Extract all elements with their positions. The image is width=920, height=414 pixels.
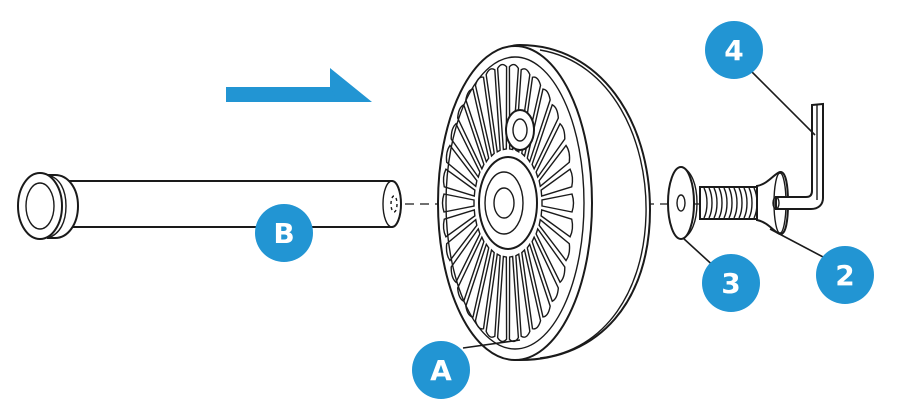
wheel-spoke bbox=[450, 122, 481, 179]
wheel-spoke bbox=[531, 235, 560, 303]
wheel-spoke bbox=[450, 227, 481, 284]
callout-wheel-label: A bbox=[430, 354, 452, 387]
wheel-spoke bbox=[442, 168, 476, 197]
wheel-spoke bbox=[485, 253, 501, 338]
bolt-thread bbox=[733, 187, 738, 219]
wheel-spoke bbox=[442, 209, 476, 238]
wheel-spoke bbox=[515, 253, 531, 338]
washer bbox=[667, 166, 698, 240]
callout-washer-label: 3 bbox=[721, 267, 740, 300]
leader-hex-key bbox=[741, 61, 816, 136]
wheel-spoke bbox=[508, 63, 520, 151]
wheel-spoke bbox=[531, 103, 560, 171]
wheel-spoke bbox=[521, 76, 542, 158]
callout-washer: 3 bbox=[702, 254, 760, 312]
wheel-spoke bbox=[521, 248, 542, 330]
arrow-right-icon-tail bbox=[226, 87, 338, 102]
callout-hex-key: 4 bbox=[705, 21, 763, 79]
bolt-thread bbox=[748, 187, 753, 219]
bolt-thread bbox=[728, 187, 733, 219]
wheel-spoke bbox=[526, 88, 551, 164]
wheel-spoke bbox=[496, 255, 508, 343]
wheel-spoke bbox=[538, 144, 571, 188]
bolt bbox=[699, 171, 790, 235]
callout-axle: B bbox=[255, 204, 313, 262]
wheel-spoke bbox=[526, 242, 551, 318]
bolt-thread bbox=[743, 187, 748, 219]
wheel-spoke bbox=[456, 103, 485, 171]
callout-axle-label: B bbox=[273, 217, 294, 250]
wheel-spoke bbox=[496, 63, 508, 151]
wheel-spoke bbox=[485, 68, 501, 153]
leader-bolt bbox=[769, 228, 826, 259]
wheel-spoke bbox=[535, 227, 566, 284]
wheel-spoke bbox=[445, 144, 478, 188]
wheel-spoke bbox=[535, 122, 566, 179]
axle bbox=[17, 172, 402, 240]
callout-bolt: 2 bbox=[816, 246, 874, 304]
wheel-spoke bbox=[445, 218, 478, 262]
hex-key bbox=[772, 102, 824, 210]
callout-wheel: A bbox=[412, 341, 470, 399]
callout-bolt-label: 2 bbox=[835, 259, 854, 292]
bolt-thread bbox=[703, 187, 708, 219]
wheel-spokes bbox=[441, 63, 575, 343]
wheel bbox=[437, 43, 652, 361]
wheel-spoke bbox=[465, 88, 490, 164]
wheel-spoke bbox=[474, 248, 495, 330]
bolt-thread bbox=[713, 187, 718, 219]
bolt-thread bbox=[708, 187, 713, 219]
wheel-spoke bbox=[538, 218, 571, 262]
callout-hex-key-label: 4 bbox=[724, 34, 743, 67]
wheel-spoke bbox=[515, 68, 531, 153]
wheel-spoke bbox=[465, 242, 490, 318]
bolt-threads bbox=[703, 187, 758, 219]
wheel-spoke bbox=[456, 235, 485, 303]
bolt-thread bbox=[723, 187, 728, 219]
wheel-spoke bbox=[441, 193, 475, 213]
wheel-spoke bbox=[540, 209, 574, 238]
bolt-thread bbox=[738, 187, 743, 219]
leader-wheel bbox=[462, 339, 521, 349]
wheel-spoke bbox=[541, 193, 575, 213]
bolt-thread bbox=[718, 187, 723, 219]
wheel-spoke bbox=[474, 76, 495, 158]
wheel-spoke bbox=[540, 168, 574, 197]
